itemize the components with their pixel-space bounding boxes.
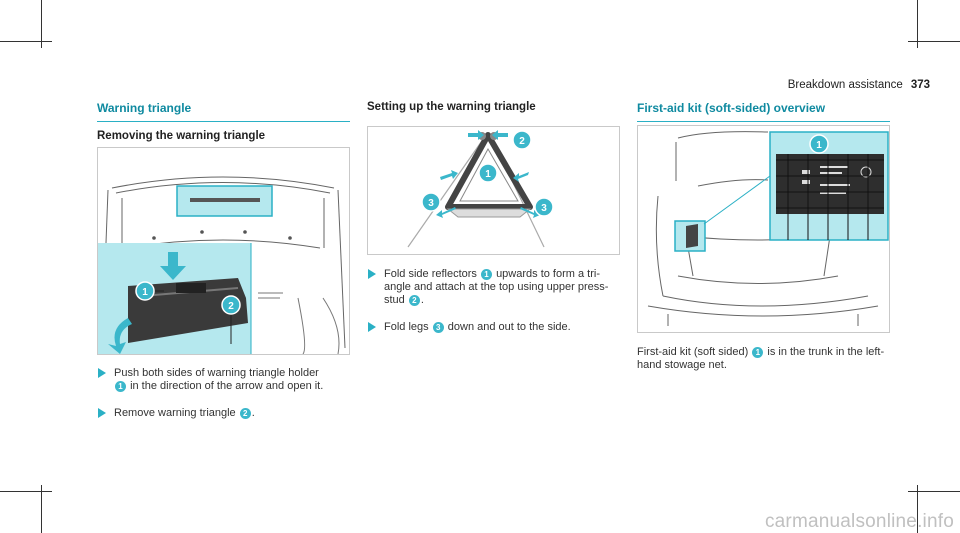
warning-triangle (445, 132, 533, 210)
callout-ref-icon: 1 (752, 347, 764, 358)
callout-1: 1 (809, 134, 829, 154)
steps-list: Fold side reflectors 1 upwards to form a… (367, 268, 620, 348)
figure-removing-triangle: 1 2 (97, 147, 350, 355)
arrow-icon (436, 207, 456, 218)
crop-mark (917, 0, 918, 48)
section-title-first-aid: First-aid kit (soft-sided) overview (637, 101, 890, 122)
figure-first-aid-kit: 1 (637, 125, 890, 333)
svg-text:1: 1 (142, 287, 148, 298)
step-arrow-icon (98, 368, 106, 378)
push-arrow (160, 252, 186, 280)
arrow-icon (468, 130, 484, 140)
arrow-icon (513, 172, 529, 182)
callout-1: 1 (478, 163, 498, 183)
page-number: 373 (910, 79, 930, 91)
svg-text:3: 3 (428, 198, 434, 209)
callout-ref-icon: 3 (432, 322, 444, 333)
svg-text:2: 2 (228, 301, 234, 312)
trunk-lid-illustration: 1 2 (98, 176, 346, 354)
section-title-warning-triangle: Warning triangle (97, 101, 350, 122)
step-arrow-icon (368, 269, 376, 279)
steps-list: Push both sides of warning triangle hold… (97, 367, 350, 434)
list-item: Fold legs 3 down and out to the side. (367, 321, 620, 334)
running-head-title: Breakdown assistance (787, 79, 903, 91)
svg-text:1: 1 (816, 140, 822, 151)
svg-text:2: 2 (519, 136, 525, 147)
callout-ref-icon: 2 (408, 295, 420, 306)
list-item: Remove warning triangle 2. (97, 407, 350, 420)
callout-2: 2 (221, 295, 241, 315)
warning-triangle-illustration: 1 2 3 3 (407, 130, 554, 248)
callout-ref-icon: 2 (239, 408, 251, 419)
callout-3-left: 3 (421, 192, 441, 212)
step-arrow-icon (368, 322, 376, 332)
step-arrow-icon (98, 408, 106, 418)
trunk-rear-illustration: 1 (647, 131, 889, 326)
list-item: Push both sides of warning triangle hold… (97, 367, 350, 393)
crop-mark (908, 491, 960, 492)
svg-text:1: 1 (485, 169, 491, 180)
crop-mark (917, 485, 918, 533)
running-head: Breakdown assistance 373 (760, 79, 930, 91)
column-warning-triangle: Warning triangle Removing the warning tr… (97, 101, 350, 419)
subsection-title-removing: Removing the warning triangle (97, 130, 266, 142)
column-setting-up: Setting up the warning triangle 1 (367, 101, 620, 333)
arrow-icon (440, 170, 458, 180)
triangle-holder-top (190, 198, 260, 202)
subsection-title-setting-up: Setting up the warning triangle (367, 101, 536, 113)
callout-1: 1 (135, 281, 155, 301)
crop-mark (0, 491, 52, 492)
open-arrow (108, 318, 132, 354)
crop-mark (0, 41, 52, 42)
callout-3-right: 3 (534, 197, 554, 217)
list-item: Fold side reflectors 1 upwards to form a… (367, 268, 620, 307)
crop-mark (41, 485, 42, 533)
column-first-aid-kit: First-aid kit (soft-sided) overview (637, 101, 890, 371)
watermark: carmanualsonline.info (764, 511, 954, 532)
crop-mark (908, 41, 960, 42)
figure-setting-up-triangle: 1 2 3 3 (367, 126, 620, 255)
svg-text:3: 3 (541, 203, 547, 214)
callout-ref-icon: 1 (481, 269, 492, 280)
crop-mark (41, 0, 42, 48)
arrow-icon (492, 130, 508, 140)
figure-caption: First-aid kit (soft sided) 1 is in the t… (637, 346, 885, 371)
callout-ref-icon: 1 (115, 381, 126, 392)
callout-2: 2 (512, 130, 532, 150)
arrow-icon (520, 207, 540, 218)
